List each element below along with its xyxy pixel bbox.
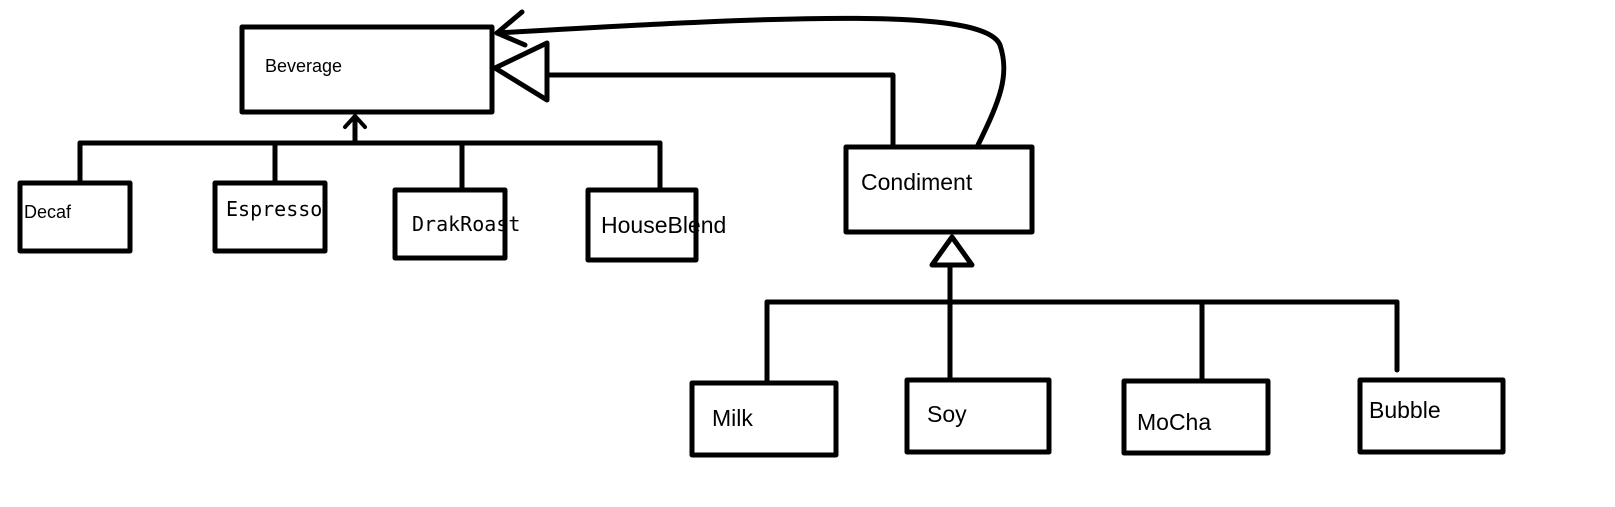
condiment-to-beverage-association — [494, 15, 1007, 148]
houseblend-label: HouseBlend — [601, 212, 726, 238]
darkroast-label: DrakRoast — [412, 212, 520, 236]
decaf-class-box — [17, 180, 133, 254]
espresso-label: Espresso — [226, 197, 322, 221]
houseblend-class-box — [585, 187, 699, 263]
soy-class-box — [904, 377, 1052, 455]
condiment-to-beverage-open-arrowhead — [494, 9, 528, 48]
condiment-class-box — [843, 144, 1035, 235]
condiment-inherit-triangle — [929, 234, 975, 268]
condiment-to-beverage-line — [547, 72, 896, 148]
beverage-inherit-arrowhead — [343, 114, 367, 129]
condiment-to-beverage-triangle — [492, 40, 550, 103]
mocha-class-box — [1121, 378, 1271, 456]
darkroast-class-box — [392, 187, 508, 261]
condiment-label: Condiment — [861, 169, 973, 195]
milk-label: Milk — [712, 405, 753, 431]
mocha-label: MoCha — [1137, 409, 1211, 435]
decaf-label: Decaf — [24, 202, 72, 222]
beverage-label: Beverage — [265, 56, 342, 76]
milk-class-box — [689, 380, 839, 458]
soy-label: Soy — [927, 401, 967, 427]
bubble-label: Bubble — [1369, 397, 1441, 423]
beverage-class-box — [239, 24, 495, 115]
bubble-class-box — [1357, 377, 1506, 455]
espresso-class-box — [212, 180, 328, 254]
